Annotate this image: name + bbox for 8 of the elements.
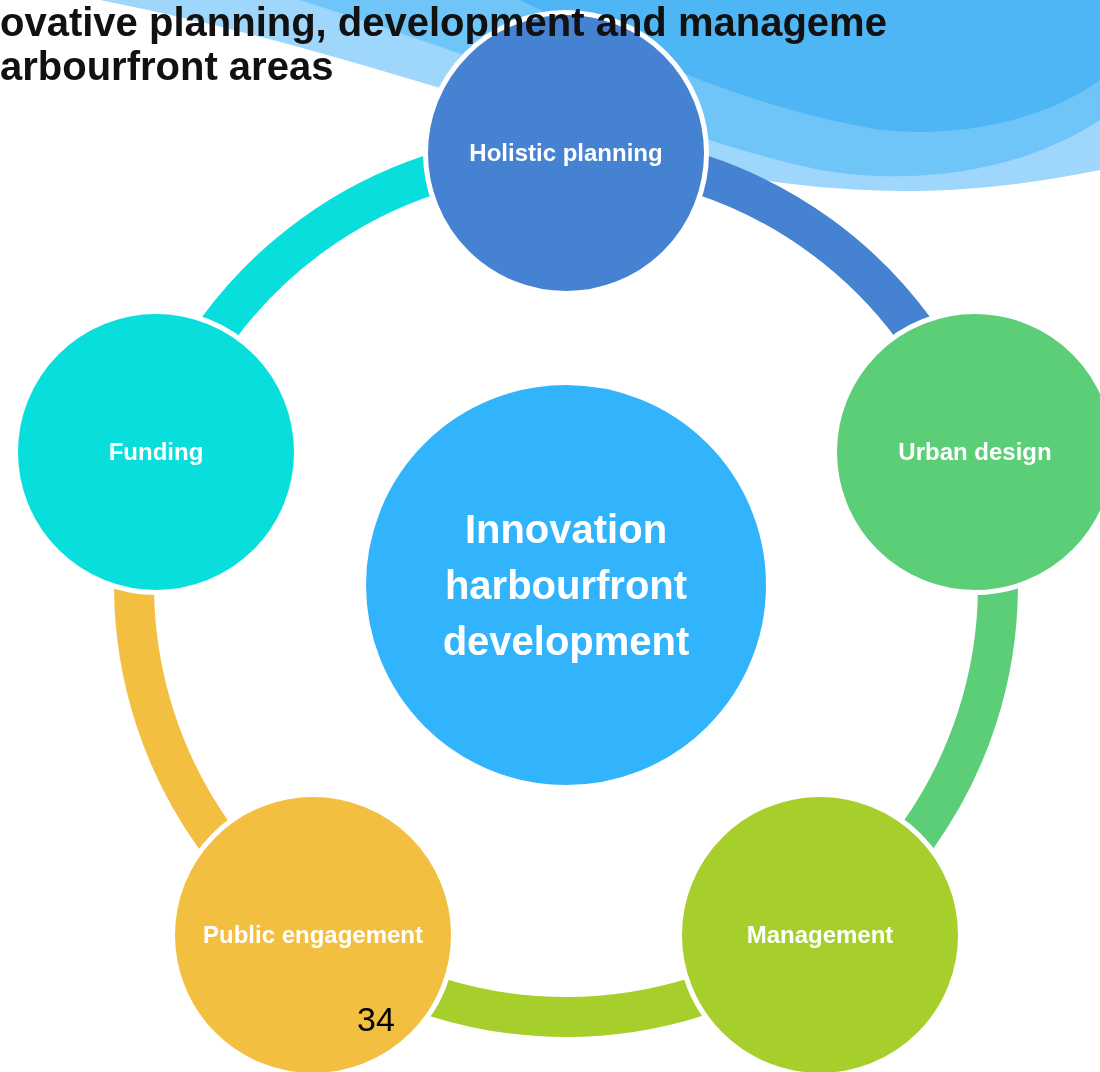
circle-label: Innovation harbourfront development [441, 506, 691, 665]
circle-label: Holistic planning [469, 138, 663, 169]
circle-label: Management [746, 920, 894, 951]
page-number: 34 [357, 1000, 395, 1039]
circle-label: Urban design [898, 437, 1052, 468]
circle-label: Public engagement [202, 920, 423, 951]
connector-arc [431, 977, 702, 1037]
circle-label: Funding [108, 437, 204, 468]
